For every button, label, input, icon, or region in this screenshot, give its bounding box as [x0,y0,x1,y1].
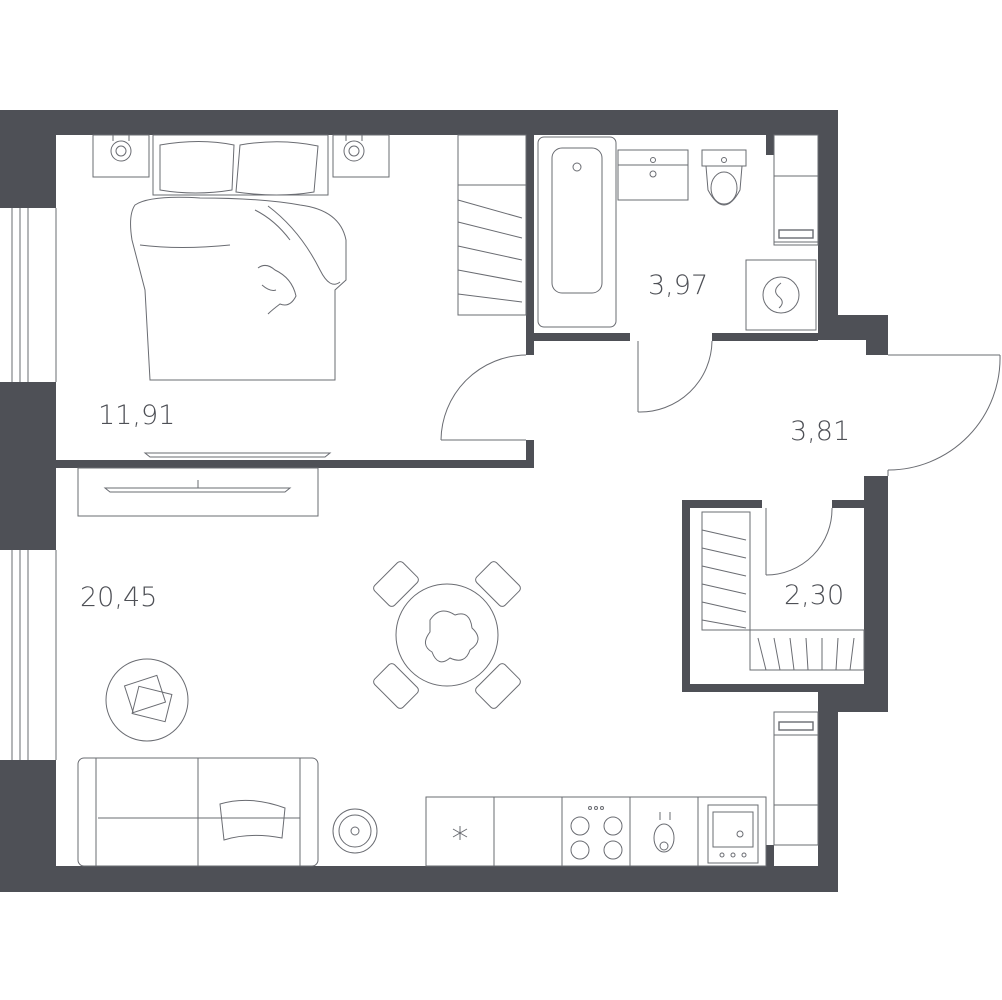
wardrobe-icon [701,511,865,671]
room-area-bathroom: 3,97 [648,270,708,301]
door-icon [440,340,1001,576]
room-area-living-kitchen: 20,45 [80,582,157,613]
coffee-table-icon [105,658,189,742]
kitchen-counter [425,796,767,867]
window-icon [0,208,57,382]
ventilation-shaft [773,134,819,846]
sink-icon [653,812,675,853]
chair-icon [373,561,419,607]
chair-icon [475,561,521,607]
bathtub-icon [537,136,617,328]
robot-vacuum-icon [332,808,378,854]
washing-machine-icon [745,259,817,331]
toilet-icon [701,149,747,206]
nightstand-icon [332,134,390,178]
wardrobe-icon [457,134,527,316]
walls [0,110,888,892]
tv-icon [77,467,319,517]
oven-icon [707,804,759,864]
cooktop-icon [570,806,623,860]
tv-icon [143,452,332,458]
room-area-hallway: 3,81 [790,416,850,447]
room-area-wardrobe: 2,30 [784,580,844,611]
sofa-icon [77,757,319,867]
dining-table-icon [373,561,521,709]
chair-icon [475,663,521,709]
nightstand-icon [92,134,150,178]
window-icon [11,550,57,760]
bed-icon [130,134,347,381]
room-area-bedroom: 11,91 [98,400,175,431]
chair-icon [373,663,419,709]
sink-icon [617,149,689,201]
